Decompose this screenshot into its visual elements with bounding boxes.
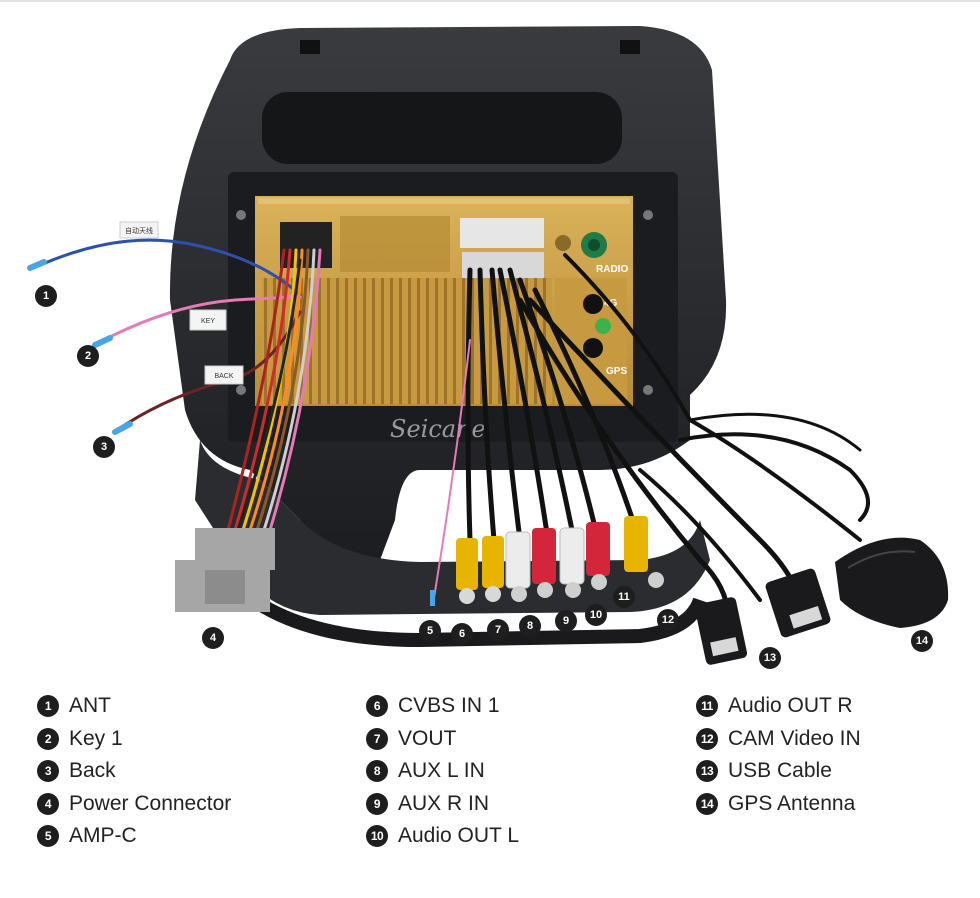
legend-badge: 13 (696, 760, 718, 783)
svg-text:5: 5 (427, 625, 433, 637)
callout-badge-11: 11 (613, 586, 635, 608)
legend-label: AMP-C (69, 824, 137, 848)
legend-badge: 8 (366, 760, 388, 783)
rca-audio-out-r-plug (586, 522, 610, 590)
legend-badge: 6 (366, 695, 388, 718)
svg-text:11: 11 (618, 591, 630, 603)
rca-cam-plug (624, 516, 664, 588)
amp-c-wire-tip (430, 590, 435, 606)
legend-label: Power Connector (69, 791, 232, 815)
legend-badge: 2 (37, 727, 59, 750)
callout-badge-3: 3 (93, 436, 115, 458)
callout-badge-5: 5 (419, 620, 441, 642)
legend-badge: 10 (366, 825, 388, 848)
legend-item-cam-video-in: 12 CAM Video IN (696, 723, 861, 756)
top-rule (0, 0, 980, 2)
legend-label: VOUT (398, 726, 457, 750)
legend-label: Back (69, 759, 116, 783)
callout-badge-9: 9 (555, 610, 577, 632)
rca-aux-r-plug (532, 528, 556, 598)
legend-item-power-connector: 4 Power Connector (37, 788, 231, 821)
legend-column-1: 1 ANT 2 Key 1 3 Back 4 Power Connector 5 AMP-… (37, 690, 231, 853)
svg-text:8: 8 (527, 620, 533, 632)
svg-text:2: 2 (85, 350, 91, 362)
rca-plugs (430, 516, 664, 606)
legend-label: ANT (69, 694, 111, 718)
gps-antenna (835, 537, 949, 628)
callout-badge-13: 13 (759, 647, 781, 669)
legend-item-usb-cable: 13 USB Cable (696, 755, 861, 788)
legend-badge: 12 (696, 727, 718, 750)
legend-badge: 5 (37, 825, 59, 848)
rca-cvbs-in-plug (456, 538, 478, 604)
watermark: Seicane (390, 415, 486, 443)
legend-badge: 14 (696, 792, 718, 815)
rca-vout-plug (482, 536, 504, 602)
svg-text:1: 1 (43, 290, 49, 302)
callout-badges: 1 2 3 4 5 6 7 8 9 10 11 12 13 14 (35, 285, 933, 669)
legend-label: Key 1 (69, 726, 123, 750)
radio-port-label: RADIO (596, 264, 628, 275)
legend-label: USB Cable (728, 759, 832, 783)
callout-badge-12: 12 (657, 609, 679, 631)
legend-item-aux-l-in: 8 AUX L IN (366, 755, 519, 788)
callout-badge-1: 1 (35, 285, 57, 307)
rca-aux-l-plug (505, 531, 531, 602)
callout-badge-2: 2 (77, 345, 99, 367)
callout-badge-10: 10 (585, 604, 607, 626)
svg-text:14: 14 (916, 635, 929, 647)
legend-column-2: 6 CVBS IN 1 7 VOUT 8 AUX L IN 9 AUX R IN 10 A… (366, 690, 519, 853)
legend-item-aux-r-in: 9 AUX R IN (366, 788, 519, 821)
callout-badge-6: 6 (451, 623, 473, 645)
legend-item-back: 3 Back (37, 755, 231, 788)
legend-label: Audio OUT L (398, 824, 520, 848)
legend-badge: 4 (37, 792, 59, 815)
legend-badge: 9 (366, 792, 388, 815)
rca-audio-out-l-plug (559, 527, 585, 598)
callout-badge-8: 8 (519, 615, 541, 637)
svg-text:13: 13 (764, 652, 776, 664)
legend-item-amp-c: 5 AMP-C (37, 820, 231, 853)
gps-port-label: GPS (606, 366, 627, 377)
legend-item-audio-out-l: 10 Audio OUT L (366, 820, 519, 853)
legend-label: Audio OUT R (728, 694, 853, 718)
svg-text:4: 4 (210, 632, 217, 644)
svg-text:10: 10 (590, 609, 602, 621)
legend-label: AUX L IN (398, 759, 485, 783)
svg-text:6: 6 (459, 628, 465, 640)
legend-item-cvbs-in-1: 6 CVBS IN 1 (366, 690, 519, 723)
wire-tags: 自动天线 KEY BACK (119, 221, 244, 385)
callout-badge-4: 4 (202, 627, 224, 649)
legend-item-gps-antenna: 14 GPS Antenna (696, 788, 861, 821)
legend-badge: 11 (696, 695, 718, 718)
legend-item-audio-out-r: 11 Audio OUT R (696, 690, 861, 723)
legend-badge: 1 (37, 695, 59, 718)
ant-wire-tag: 自动天线 (125, 226, 153, 235)
svg-text:9: 9 (563, 615, 569, 627)
product-photo: RADIO 4G GPS Seicane 自动天线 KEY BACK (27, 26, 949, 669)
svg-text:7: 7 (495, 624, 501, 636)
power-harness (226, 248, 322, 532)
legend: 1 ANT 2 Key 1 3 Back 4 Power Connector 5 AMP-… (0, 690, 980, 870)
legend-badge: 7 (366, 727, 388, 750)
key-wire-tag: KEY (201, 318, 215, 325)
legend-item-key1: 2 Key 1 (37, 723, 231, 756)
legend-item-ant: 1 ANT (37, 690, 231, 723)
callout-badge-14: 14 (911, 630, 933, 652)
legend-label: CVBS IN 1 (398, 694, 500, 718)
legend-item-vout: 7 VOUT (366, 723, 519, 756)
usb-plugs (694, 568, 831, 665)
callout-badge-7: 7 (487, 619, 509, 641)
legend-badge: 3 (37, 760, 59, 783)
svg-text:12: 12 (662, 614, 674, 626)
legend-label: CAM Video IN (728, 726, 861, 750)
back-wire-tag: BACK (214, 373, 233, 380)
svg-text:3: 3 (101, 441, 107, 453)
legend-column-3: 11 Audio OUT R 12 CAM Video IN 13 USB Cable… (696, 690, 861, 820)
legend-label: AUX R IN (398, 791, 490, 815)
power-connector (175, 528, 275, 612)
legend-label: GPS Antenna (728, 791, 856, 815)
